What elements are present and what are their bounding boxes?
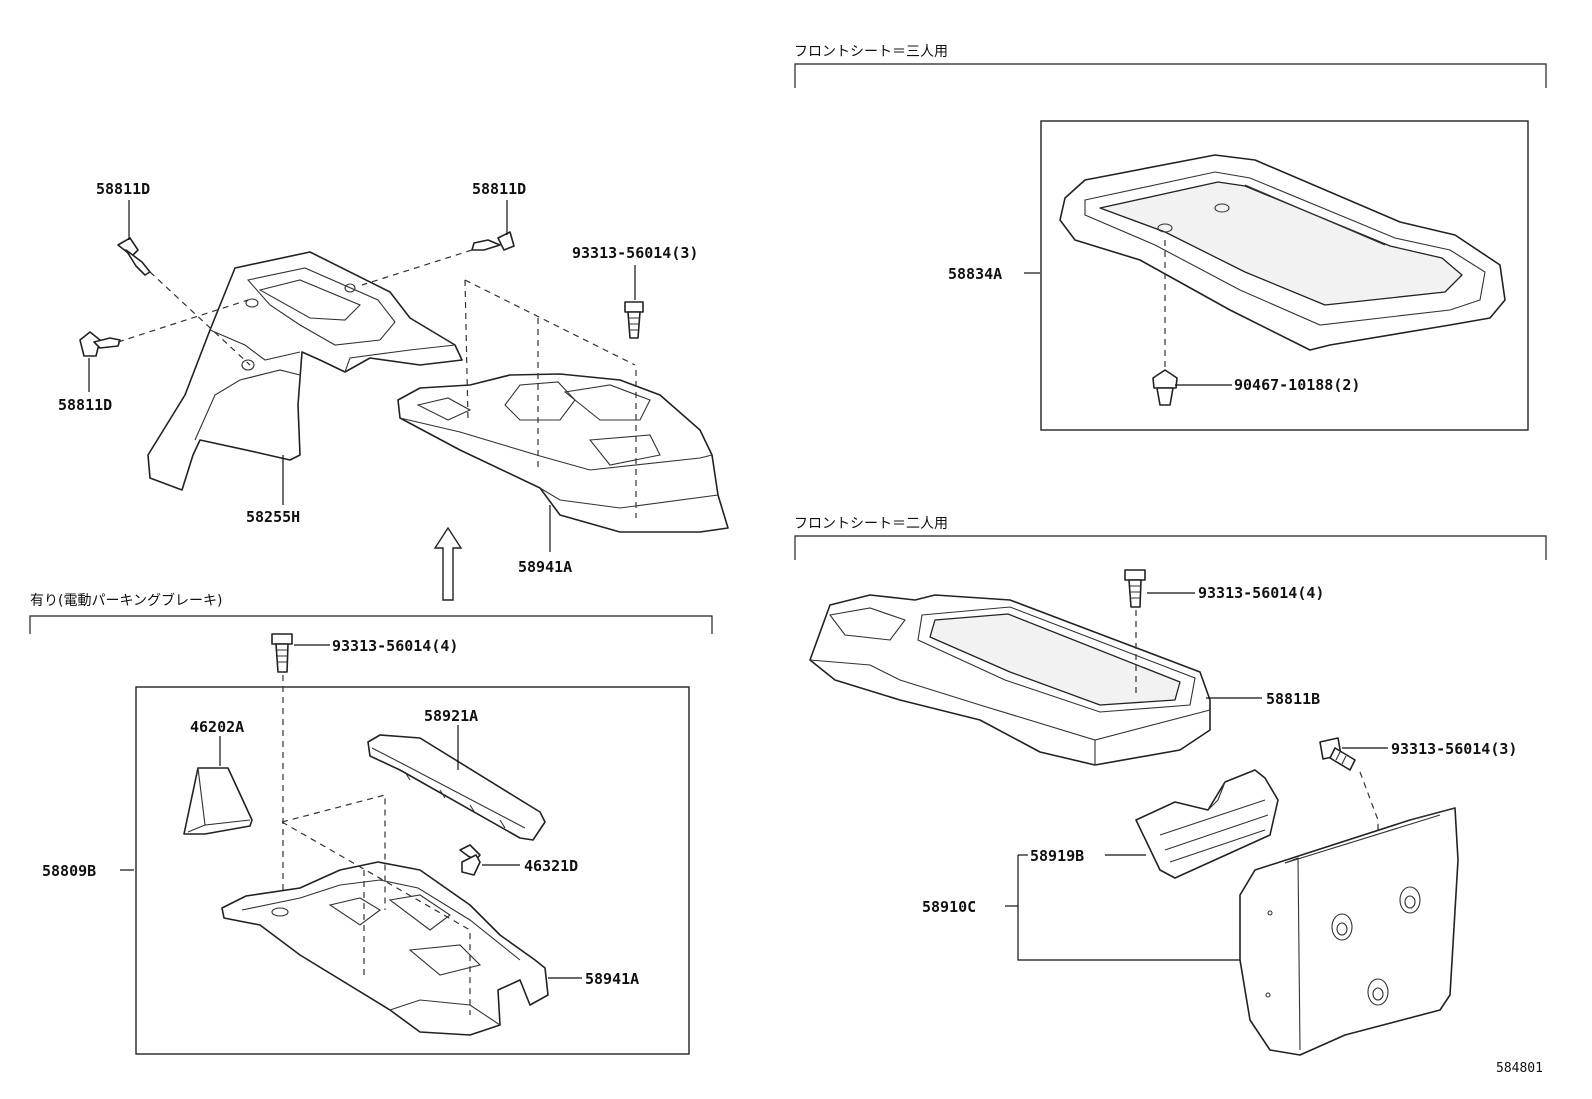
label-switch-46202a: 46202A <box>190 718 244 736</box>
two-seat-bracket <box>794 535 1547 560</box>
clip-icon <box>79 331 121 357</box>
pin-46321d-illustration <box>459 844 481 876</box>
label-bolt-two-seat: 93313-56014(4) <box>1198 584 1324 602</box>
three-seat-bracket <box>794 63 1547 88</box>
figure-number: 584801 <box>1496 1061 1543 1076</box>
epb-note: 有り(電動パーキングブレーキ) <box>30 592 223 609</box>
bolt-icon <box>1124 569 1146 608</box>
label-pin-46321d: 46321D <box>524 857 578 875</box>
label-cover-58921a: 58921A <box>424 707 478 725</box>
label-tray-58834a: 58834A <box>948 265 1002 283</box>
label-clip-top-left: 58811D <box>96 180 150 198</box>
label-clip-top-right: 58811D <box>472 180 526 198</box>
bolt-icon <box>1319 737 1356 771</box>
label-panel-58255h: 58255H <box>246 508 300 526</box>
clip-icon <box>117 237 151 276</box>
label-clip-left: 58811D <box>58 396 112 414</box>
epb-box <box>135 686 690 1055</box>
epb-bracket <box>29 615 713 634</box>
label-bolt-lid: 93313-56014(3) <box>1391 740 1517 758</box>
label-bolt-top: 93313-56014(3) <box>572 244 698 262</box>
label-bolt-epb: 93313-56014(4) <box>332 637 458 655</box>
tray-58834a-illustration <box>1059 154 1506 351</box>
label-clip-90467: 90467-10188(2) <box>1234 376 1360 394</box>
box-58811b-illustration <box>809 594 1211 766</box>
label-console-top: 58941A <box>518 558 572 576</box>
clip-icon <box>1152 369 1178 406</box>
three-seat-note: フロントシート＝三人用 <box>794 44 948 60</box>
bolt-icon <box>624 301 644 339</box>
label-lid-58910c: 58910C <box>922 898 976 916</box>
arrow-up-icon <box>433 526 463 601</box>
two-seat-note: フロントシート＝二人用 <box>794 516 948 532</box>
panel-58255h-illustration <box>147 251 463 491</box>
label-hinge-58919b: 58919B <box>1030 847 1084 865</box>
label-box-58811b: 58811B <box>1266 690 1320 708</box>
label-assy-58809b: 58809B <box>42 862 96 880</box>
cover-58921a-illustration <box>367 734 546 841</box>
console-58941a-illustration <box>397 373 729 533</box>
clip-icon <box>471 231 515 251</box>
console-58941a-epb-illustration <box>221 861 549 1036</box>
switch-46202a-illustration <box>183 767 253 835</box>
three-seat-box <box>1040 120 1529 431</box>
hinge-58919b-illustration <box>1135 769 1279 879</box>
label-console-epb: 58941A <box>585 970 639 988</box>
lid-58910c-illustration <box>1239 807 1459 1056</box>
bolt-icon <box>271 633 293 673</box>
